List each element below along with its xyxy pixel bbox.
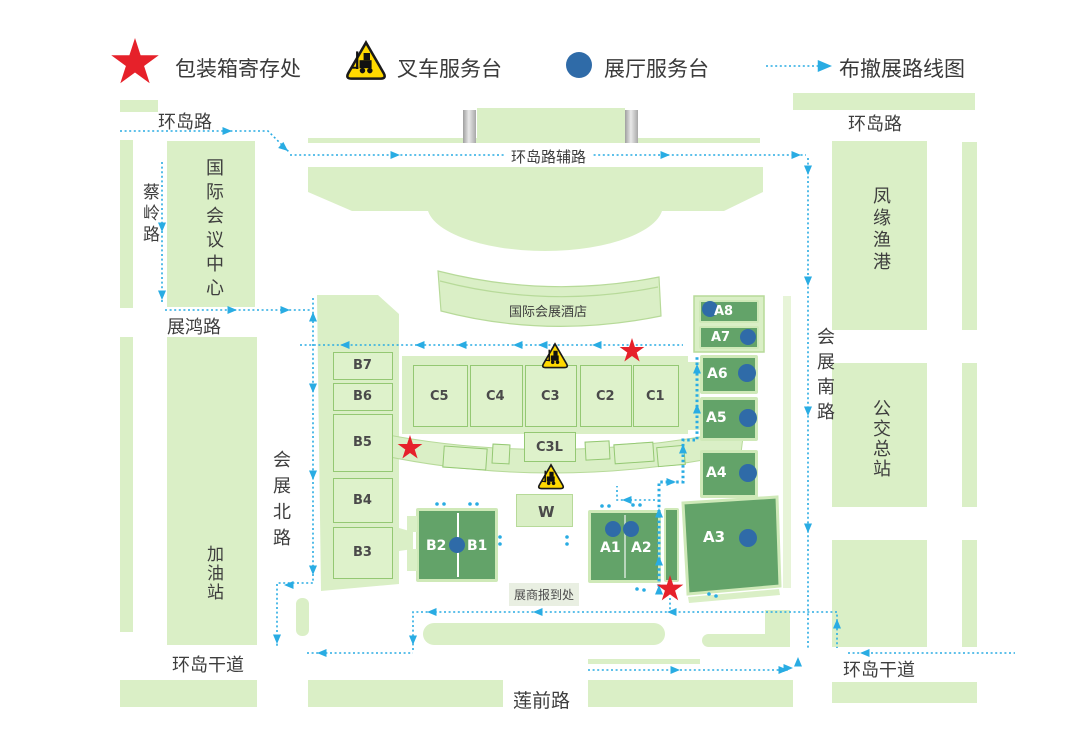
lower-right-block <box>832 540 927 647</box>
right-edge-strip-3 <box>962 540 977 647</box>
registration-label: 展商报到处 <box>513 588 574 602</box>
fan-plaza <box>427 205 663 251</box>
green-stub-top-left <box>120 100 158 112</box>
road-huandao-top-left: 环岛路 <box>158 112 212 133</box>
a1-a2-divider <box>624 515 626 578</box>
building-hotel-label: 国际会展酒店 <box>509 305 588 320</box>
hall-c3-label: C3 <box>541 389 560 404</box>
band-room-5 <box>656 444 686 468</box>
hall-w <box>516 494 573 527</box>
bottom-bar-center-right <box>588 680 793 707</box>
band-room-3 <box>584 440 611 461</box>
b2-left-tab-1 <box>407 516 417 532</box>
building-bus-terminal-label: 公交总站 <box>870 399 891 479</box>
hall-a6 <box>700 355 758 394</box>
fishing-port-block <box>832 141 927 330</box>
hall-a7-label: A7 <box>711 330 731 345</box>
bridge-pillar-right <box>625 110 638 143</box>
hall-a5-label: A5 <box>706 410 727 426</box>
bridge-pillar-left <box>463 110 476 143</box>
b2-b1-divider <box>457 513 459 577</box>
conference-center-block <box>167 141 255 307</box>
registration-desk: 展商报到处 <box>509 583 579 606</box>
b3-side-tab <box>399 528 413 551</box>
cailing-road-strip <box>120 140 133 308</box>
hall-b6 <box>333 383 393 411</box>
hall-b6-label: B6 <box>353 389 372 404</box>
hall-a1-label: A1 <box>600 540 621 556</box>
gas-station-block <box>167 337 257 645</box>
hall-b3-label: B3 <box>353 545 372 560</box>
green-bar-top-right <box>793 93 975 110</box>
right-edge-strip-1 <box>962 142 977 330</box>
road-cailing: 蔡岭路 <box>139 183 159 246</box>
band-room-1 <box>442 445 488 471</box>
hall-b4 <box>333 478 393 523</box>
road-huandao-trunk-left: 环岛干道 <box>172 655 244 676</box>
b2-left-tab-2 <box>407 549 417 571</box>
road-huandao-trunk-right: 环岛干道 <box>843 660 915 681</box>
bottom-bar-right <box>832 682 977 703</box>
hall-a8-label: A8 <box>714 304 734 319</box>
hall-c4 <box>470 365 523 427</box>
hotel-inner-line <box>439 280 659 298</box>
band-room-2 <box>491 443 511 465</box>
hall-a2-label: A2 <box>631 540 652 556</box>
bottom-bar-center-left <box>308 680 503 707</box>
hall-b5 <box>333 414 393 472</box>
road-huizhan-north: 会展北路 <box>270 450 291 554</box>
a-column-side-strip <box>783 296 791 588</box>
hall-c3l <box>524 432 576 462</box>
thin-median-strip <box>588 659 700 664</box>
road-lianqian: 莲前路 <box>513 690 571 712</box>
hall-a3-label: A3 <box>703 528 726 546</box>
hall-c5 <box>413 365 468 427</box>
bottom-bar-left <box>120 680 257 707</box>
hall-c5-label: C5 <box>430 389 449 404</box>
hotel-building <box>437 270 662 327</box>
north-plaza-block <box>308 167 763 211</box>
gas-side-strip <box>120 337 133 632</box>
hall-c2-label: C2 <box>596 389 615 404</box>
hall-b3 <box>333 527 393 579</box>
hall-w-label: W <box>538 503 555 521</box>
legend-label-forklift: 叉车服务台 <box>397 57 502 81</box>
right-edge-strip-2 <box>962 363 977 507</box>
hall-c2 <box>580 365 632 427</box>
building-fishing-port-label: 凤缘渔港 <box>870 186 891 274</box>
building-gas-station-label: 加油站 <box>203 545 223 602</box>
hall-b5-label: B5 <box>353 435 372 450</box>
road-huandao-service: 环岛路辅路 <box>506 146 592 167</box>
overpass-block <box>477 108 625 141</box>
hall-a6-label: A6 <box>707 366 728 382</box>
legend-label-route: 布撤展路线图 <box>839 57 965 81</box>
hall-b4-label: B4 <box>353 493 372 508</box>
hall-c4-label: C4 <box>486 389 505 404</box>
band-room-4 <box>613 441 655 465</box>
c-to-a-link <box>679 362 700 430</box>
a3-bottom-accent <box>688 589 780 603</box>
hall-c3l-label: C3L <box>536 440 563 455</box>
bus-terminal-block <box>832 363 927 507</box>
hall-b2-label: B2 <box>426 538 447 554</box>
hall-a3 <box>681 495 782 596</box>
hall-c3 <box>525 365 577 427</box>
hall-b7-label: B7 <box>353 358 372 373</box>
legend-label-star: 包装箱寄存处 <box>175 57 301 81</box>
road-huizhan-south: 会展南路 <box>814 327 835 427</box>
legend-label-service: 展厅服务台 <box>604 57 709 81</box>
hall-a4-label: A4 <box>706 465 727 481</box>
building-conference-center-label: 国际会议中心 <box>203 158 224 302</box>
hall-b1-label: B1 <box>467 538 488 554</box>
hall-c1-label: C1 <box>646 389 665 404</box>
a-side-strip <box>664 508 679 582</box>
road-huandao-top-right: 环岛路 <box>848 114 902 135</box>
hall-b7 <box>333 352 393 380</box>
road-zhanhong: 展鸿路 <box>167 317 221 338</box>
